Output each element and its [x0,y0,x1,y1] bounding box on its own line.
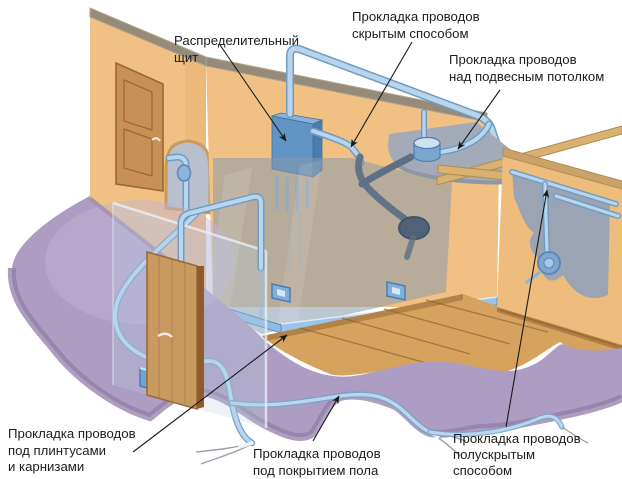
ground-edge-band [7,267,622,442]
hidden-conduit-stub [404,235,416,260]
wall-socket-left [271,283,291,303]
door-handle [151,137,161,142]
right-wall [497,147,622,345]
partition-sheen-1 [207,168,252,322]
door-panel-bottom [123,128,153,177]
cable-c [428,414,564,436]
ceiling-junction-box [413,136,441,163]
label-semi-line3: способом [453,463,512,478]
front-glass-wall [112,193,268,428]
label-under-floor: Прокладка проводов под покрытием пола [253,446,381,478]
floor-edge-shadow [262,294,463,341]
door-panel-top [123,79,153,131]
label-above-ceiling: Прокладка проводов над подвесным потолко… [449,52,604,84]
label-semi-hidden: Прокладка проводов полускрытым способом [453,431,581,478]
ceiling-conduit [439,122,491,154]
arrow-hidden [350,41,413,148]
label-ceiling-line2: над подвесным потолком [449,69,604,84]
cable-c-frayed-wires [561,426,589,444]
semi-conduit-2 [554,194,620,218]
label-baseboard-line3: и карнизами [8,459,84,474]
open-door-edge [197,266,204,409]
open-door-grain [158,256,186,405]
cable-b [230,392,432,434]
label-hidden-wiring: Прокладка проводов скрытым способом [352,9,480,41]
door-leaf [115,61,164,192]
arrow-panel [219,44,287,142]
interior-door [115,61,164,192]
round-junction-box [525,251,561,284]
label-under-baseboard: Прокладка проводов под плинтусами и карн… [8,426,136,474]
label-panel-line2: щит [174,50,198,65]
plaster-cutaway [512,170,610,299]
label-semi-line2: полускрытым [453,447,535,462]
label-baseboard-line2: под плинтусами [8,443,106,458]
archway [164,139,212,215]
open-door-handle [157,332,173,338]
label-semi-line1: Прокладка проводов [453,431,581,446]
label-distribution-panel: Распределительный щит [174,33,299,65]
glass-top-edge [112,201,267,253]
label-hidden-line2: скрытым способом [352,26,469,41]
label-hidden-line1: Прокладка проводов [352,9,480,24]
arch-fitting [176,164,192,182]
right-wall-cap [502,147,622,190]
label-baseboard-line1: Прокладка проводов [8,426,136,441]
open-door [146,250,204,411]
semi-conduit-1 [510,170,618,206]
arrow-semi [505,189,550,428]
wall-socket-right [386,281,406,301]
label-ceiling-line1: Прокладка проводов [449,52,577,67]
cable-a-sheath [238,441,254,449]
arrow-ceiling [457,89,501,150]
label-floor-line1: Прокладка проводов [253,446,381,461]
label-floor-line2: под покрытием пола [253,463,379,478]
callout-labels: Распределительный щит Прокладка проводов… [8,9,604,478]
arrow-baseboard [132,334,288,453]
doorway-conduit [179,194,263,390]
label-panel-line1: Распределительный [174,33,299,48]
ceiling-drop-conduit [358,153,415,188]
floor-surface [262,294,622,376]
callout-arrows [132,41,550,453]
hidden-conduit-dark [355,153,410,224]
arrow-floor [312,395,340,442]
